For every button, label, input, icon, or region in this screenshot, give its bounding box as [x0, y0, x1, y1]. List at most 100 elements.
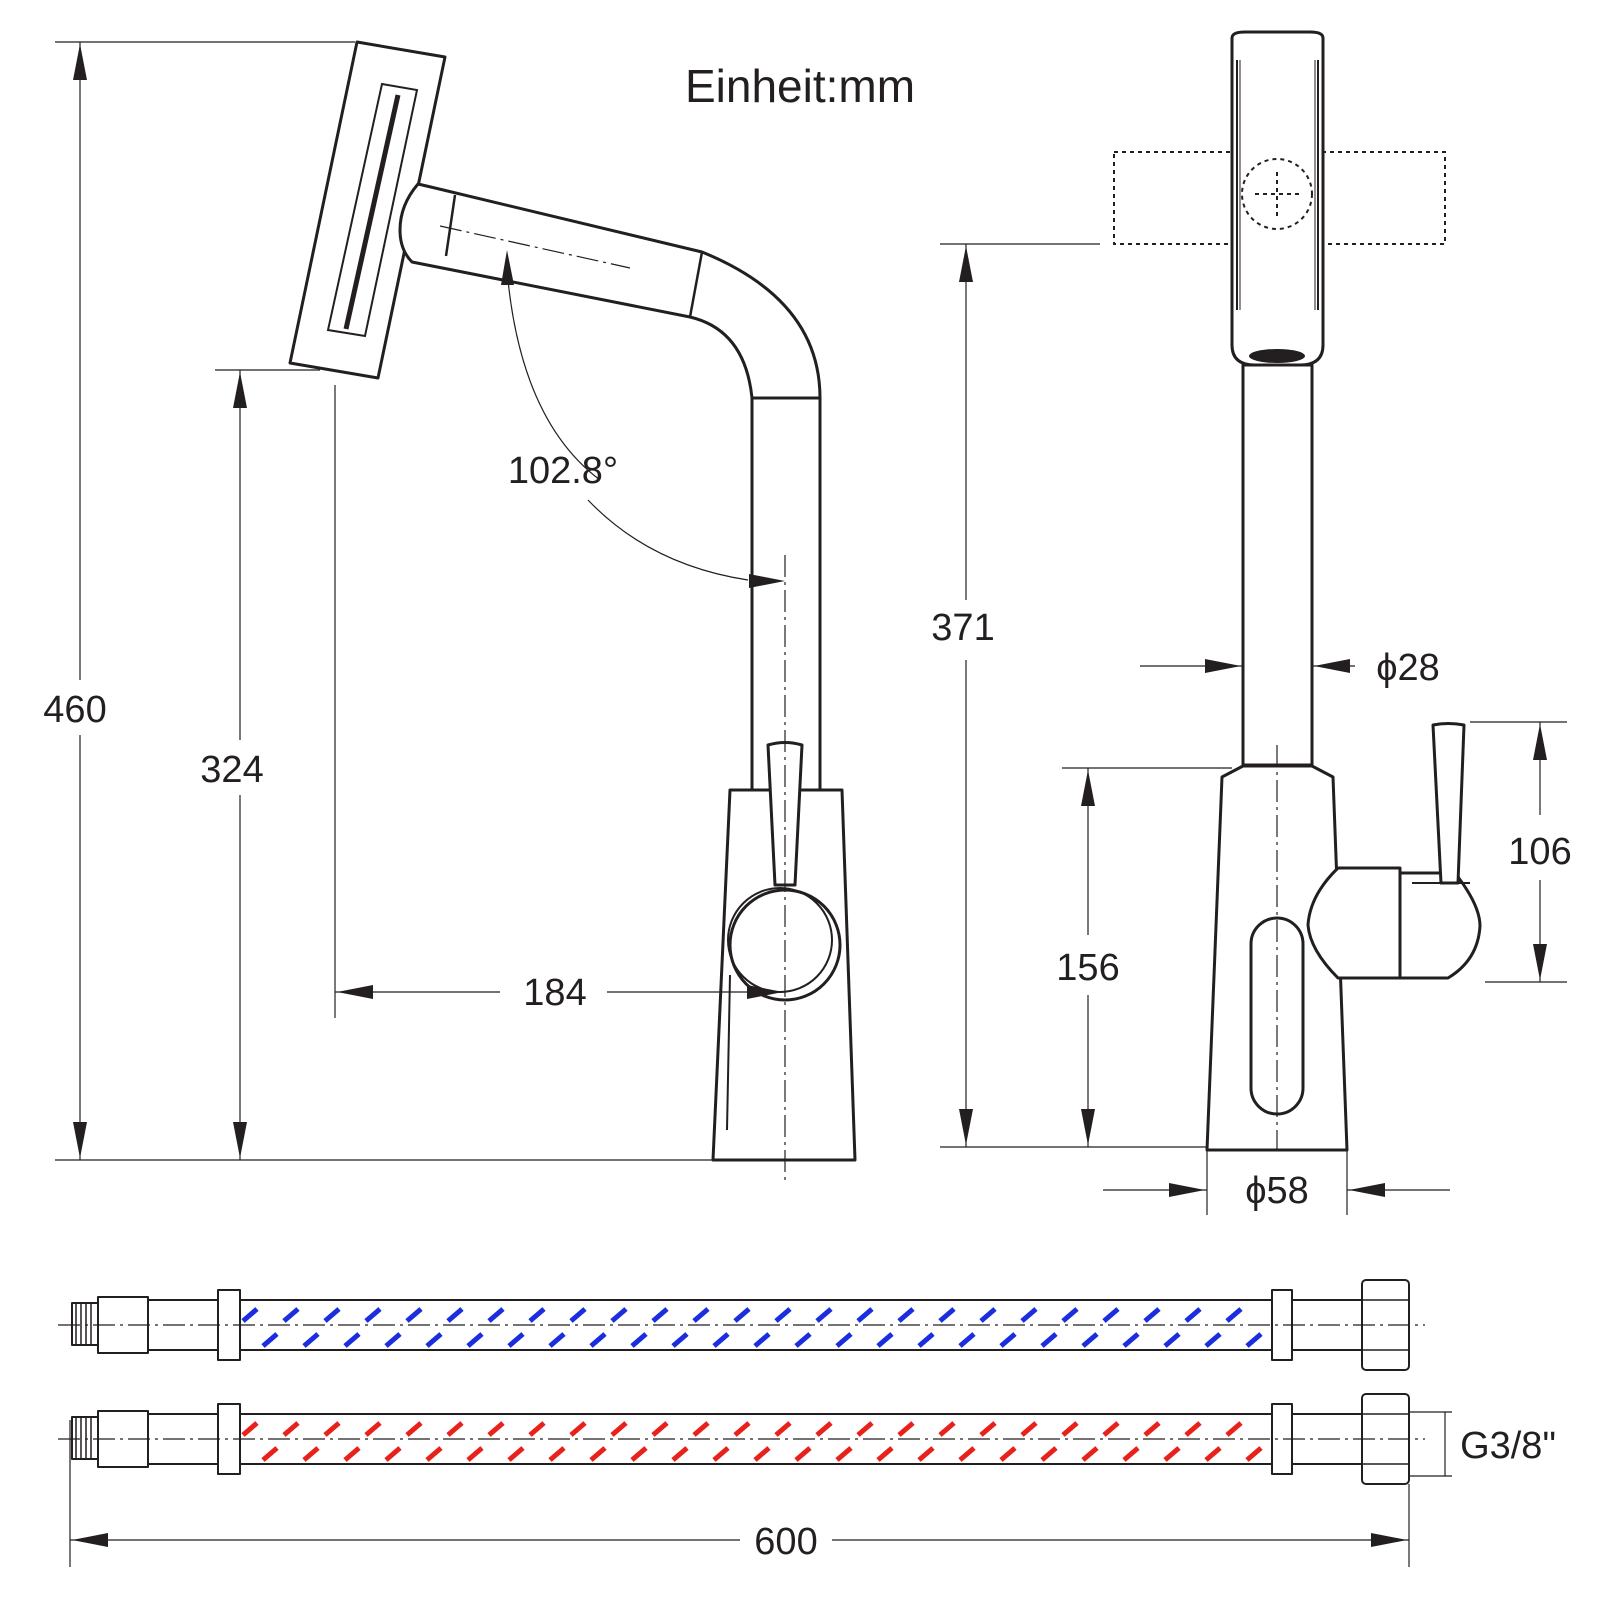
hose-stripe	[548, 1446, 566, 1462]
hose-fitting-right	[1271, 1393, 1410, 1485]
hose-stripe	[384, 1446, 402, 1462]
dim-total-height: 460	[43, 689, 106, 731]
hose-stripe	[446, 1307, 464, 1323]
hose-stripe	[938, 1421, 956, 1437]
hose-stripe	[733, 1421, 751, 1437]
hose-stripe	[487, 1307, 505, 1323]
hose-stripe	[405, 1307, 423, 1323]
hose-stripe	[569, 1307, 587, 1323]
head-rotated-outline	[1113, 151, 1446, 245]
hose-stripe	[999, 1446, 1017, 1462]
hose-stripe	[835, 1332, 853, 1348]
hose-stripe	[1081, 1446, 1099, 1462]
hose-stripe	[1061, 1307, 1079, 1323]
hose-stripe	[343, 1446, 361, 1462]
hose-stripe	[774, 1421, 792, 1437]
hose-stripe	[671, 1446, 689, 1462]
hose-stripe	[528, 1307, 546, 1323]
dim-base-height: 156	[1056, 947, 1119, 989]
hose-stripe	[979, 1307, 997, 1323]
hose-stripe	[999, 1332, 1017, 1348]
hose-stripe	[446, 1421, 464, 1437]
hose-stripe	[1163, 1332, 1181, 1348]
dimension-arrows	[72, 44, 1547, 1547]
hose-stripe	[917, 1446, 935, 1462]
hose-stripe	[569, 1421, 587, 1437]
dim-thread: G3/8"	[1460, 1425, 1556, 1467]
hose-stripe	[487, 1421, 505, 1437]
hose-stripe	[1122, 1446, 1140, 1462]
hose-stripe	[1040, 1446, 1058, 1462]
dim-base-diameter: ϕ58	[1245, 1170, 1309, 1212]
hose-stripe	[917, 1332, 935, 1348]
hot-stripes	[241, 1421, 1263, 1462]
hose-stripe	[343, 1332, 361, 1348]
hose-stripe	[897, 1421, 915, 1437]
hose-stripe	[938, 1307, 956, 1323]
hose-stripe	[1184, 1307, 1202, 1323]
dim-hose-length: 600	[754, 1521, 817, 1563]
hose-stripe	[507, 1446, 525, 1462]
dim-pipe-diameter: ϕ28	[1376, 647, 1440, 689]
hose-stripe	[1184, 1421, 1202, 1437]
hose-stripe	[1061, 1421, 1079, 1437]
hose-stripe	[466, 1332, 484, 1348]
hose-stripe	[1040, 1332, 1058, 1348]
faucet-front-view	[1113, 30, 1482, 1152]
unit-label: Einheit:mm	[685, 60, 915, 112]
hose-stripe	[610, 1307, 628, 1323]
hose-stripe	[753, 1332, 771, 1348]
hose-stripe	[1245, 1332, 1263, 1348]
hose-stripe	[835, 1446, 853, 1462]
faucet-side-view	[288, 40, 857, 1180]
hose-stripe	[1204, 1332, 1222, 1348]
hose-stripe	[692, 1307, 710, 1323]
hose-stripe	[425, 1332, 443, 1348]
hose-stripe	[1143, 1307, 1161, 1323]
hose-stripe	[282, 1307, 300, 1323]
hose-stripe	[507, 1332, 525, 1348]
hose-stripe	[630, 1332, 648, 1348]
hose-stripe	[528, 1421, 546, 1437]
hose-stripe	[958, 1446, 976, 1462]
hose-stripe	[651, 1307, 669, 1323]
hose-stripe	[425, 1446, 443, 1462]
hose-stripe	[1020, 1307, 1038, 1323]
hose-stripe	[794, 1446, 812, 1462]
hose-stripe	[856, 1421, 874, 1437]
hose-stripe	[364, 1421, 382, 1437]
hose-stripe	[958, 1332, 976, 1348]
front-pipe	[1241, 363, 1314, 767]
dim-spout-angle: 102.8°	[508, 450, 618, 492]
hose-stripe	[241, 1421, 259, 1437]
hose-stripe	[1225, 1421, 1243, 1437]
spout-arm	[398, 182, 822, 400]
hose-stripe	[1081, 1332, 1099, 1348]
hose-stripe	[651, 1421, 669, 1437]
hose-stripe	[282, 1421, 300, 1437]
hose-stripe	[1020, 1421, 1038, 1437]
hose-stripe	[261, 1332, 279, 1348]
hose-stripe	[979, 1421, 997, 1437]
hose-stripe	[1122, 1332, 1140, 1348]
hose-stripe	[1102, 1307, 1120, 1323]
hose-stripe	[364, 1307, 382, 1323]
hose-stripe	[733, 1307, 751, 1323]
dim-spout-reach: 184	[523, 972, 586, 1014]
hose-stripe	[241, 1307, 259, 1323]
dim-spout-height: 324	[200, 749, 263, 791]
hose-stripe	[1163, 1446, 1181, 1462]
hose-stripe	[589, 1446, 607, 1462]
hose-stripe	[323, 1307, 341, 1323]
hose-stripe	[1225, 1307, 1243, 1323]
hose-stripe	[466, 1446, 484, 1462]
hose-stripe	[1245, 1446, 1263, 1462]
hose-stripe	[815, 1307, 833, 1323]
hose-stripe	[794, 1332, 812, 1348]
dim-side-height: 371	[931, 607, 994, 649]
hose-stripe	[897, 1307, 915, 1323]
vertical-pipe	[750, 396, 822, 792]
hose-stripe	[610, 1421, 628, 1437]
hose-stripe	[548, 1332, 566, 1348]
